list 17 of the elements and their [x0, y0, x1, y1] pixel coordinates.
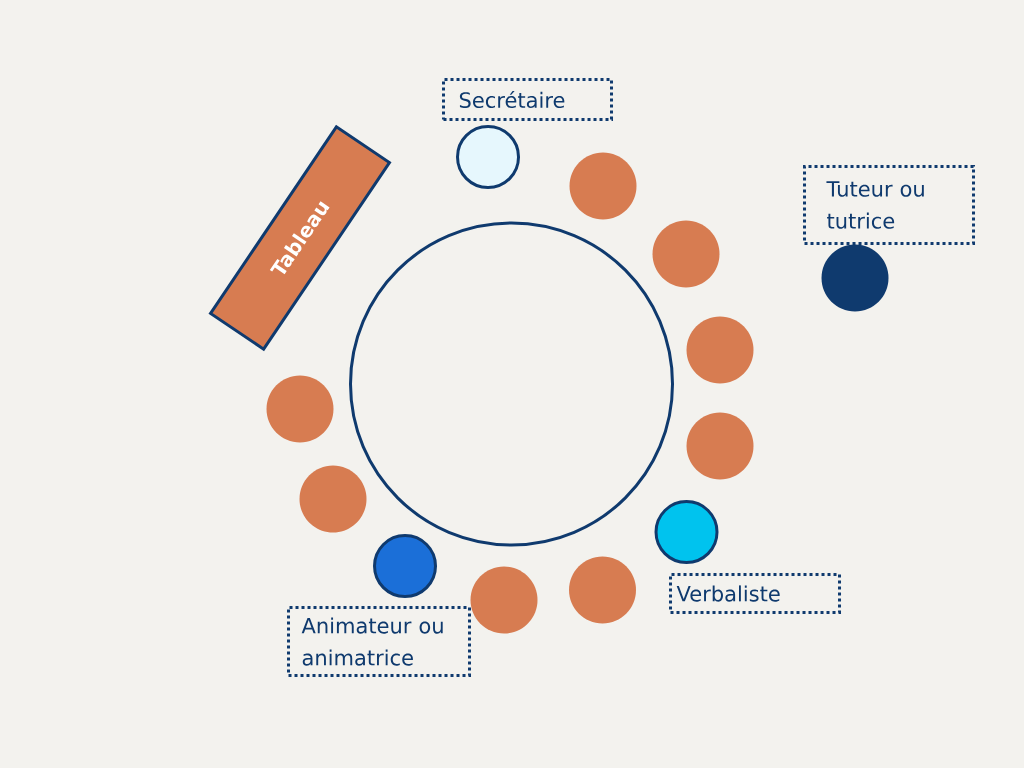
seat — [299, 465, 367, 533]
seat — [569, 556, 636, 624]
seat — [686, 316, 754, 384]
dotted-label-box: Tuteur ou tutrice — [803, 165, 975, 245]
seat — [373, 534, 437, 598]
dotted-label-box: Secrétaire — [442, 78, 613, 121]
seat — [821, 244, 889, 312]
dotted-label-box: Verbaliste — [669, 573, 841, 614]
seat — [266, 375, 334, 443]
seat — [456, 125, 520, 189]
seat — [686, 412, 754, 480]
seat — [652, 220, 720, 288]
dotted-label-box: Animateur ou animatrice — [287, 606, 471, 677]
seat — [470, 566, 538, 634]
seat — [654, 500, 719, 564]
round-table — [349, 221, 674, 547]
seat — [569, 152, 637, 220]
